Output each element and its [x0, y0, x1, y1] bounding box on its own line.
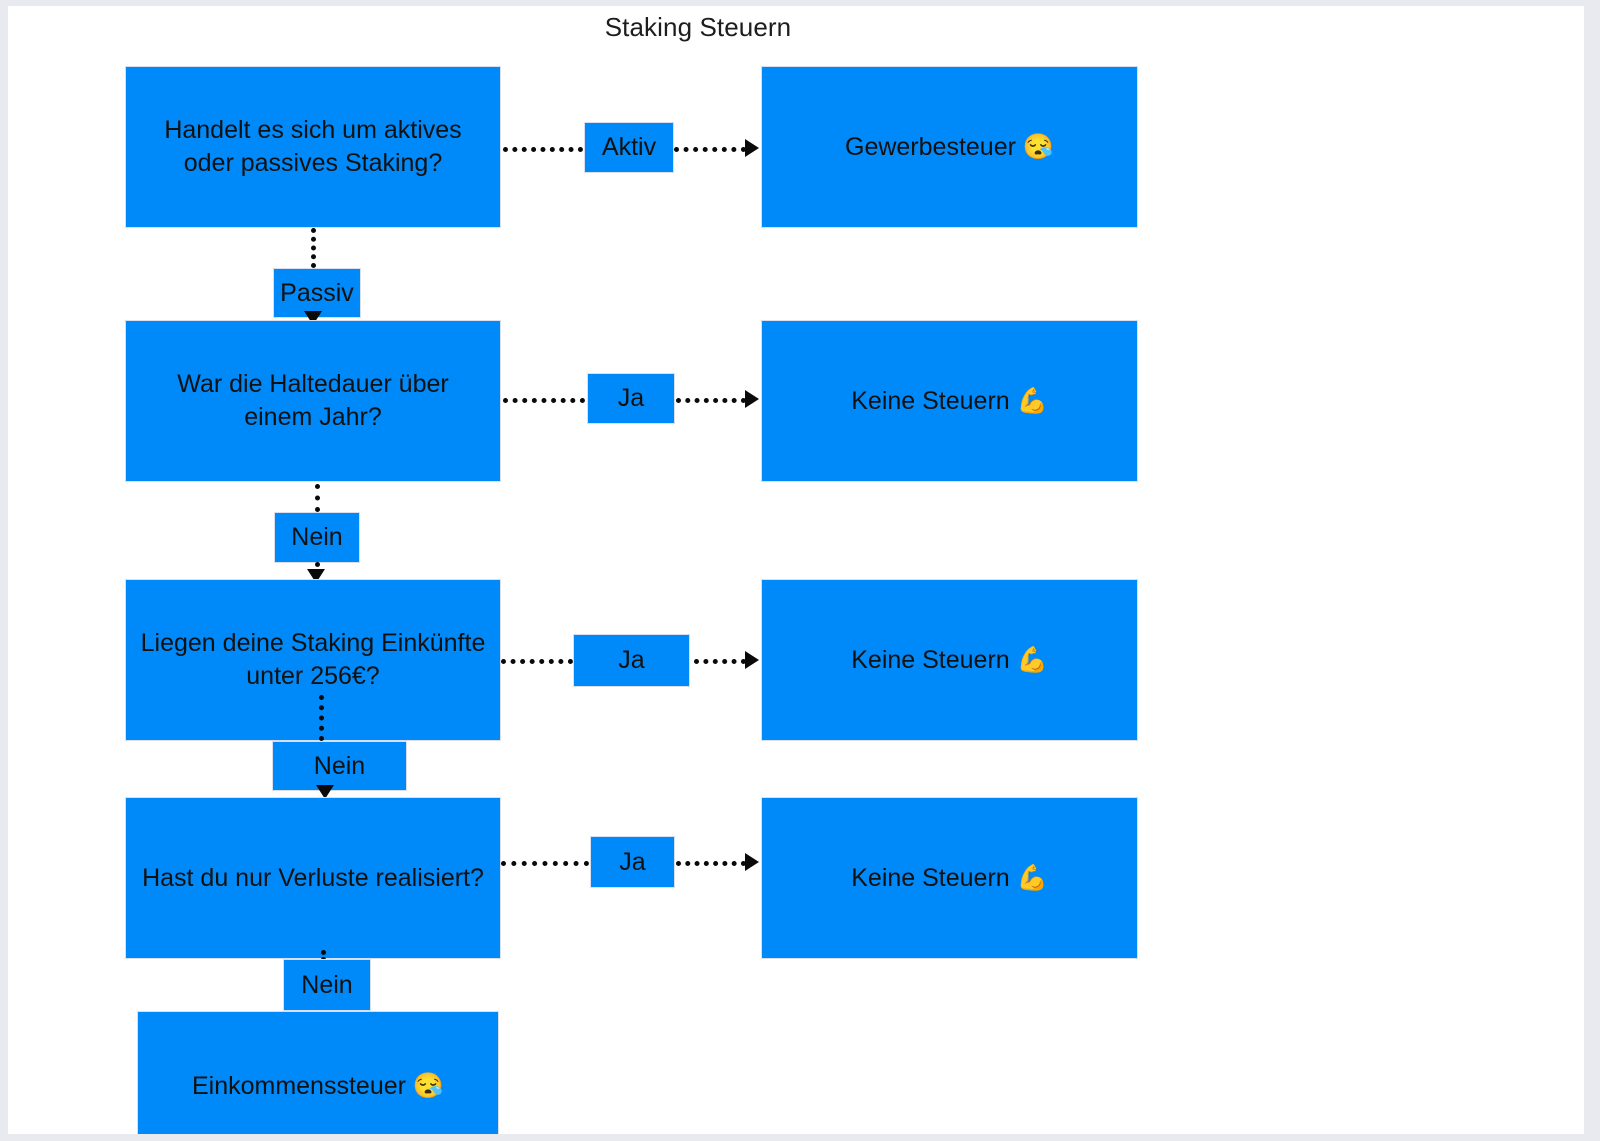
edge-line-ja-einkuenfte-left: [501, 659, 573, 664]
edge-label-text: Ja: [619, 847, 646, 876]
node-result-gewerbesteuer[interactable]: Gewerbesteuer 😪: [761, 66, 1138, 228]
edge-label-text: Aktiv: [601, 133, 657, 161]
edge-label-text: Passiv: [280, 278, 354, 307]
node-label: Handelt es sich um aktives oder passives…: [164, 116, 462, 177]
page-title: Staking Steuern: [604, 12, 792, 42]
node-question-verluste[interactable]: Hast du nur Verluste realisiert?: [125, 797, 501, 959]
edge-label-passiv[interactable]: Passiv: [273, 268, 361, 318]
diagram-canvas: Staking Steuern Handelt es sich um aktiv…: [8, 6, 1584, 1134]
node-label: Keine Steuern 💪: [851, 645, 1048, 674]
node-question-einkuenfte-grenze[interactable]: Liegen deine Staking Einkünfte unter 256…: [125, 579, 501, 741]
arrowhead-ja-verluste-icon: [745, 853, 759, 871]
edge-line-ja-haltedauer-left: [503, 398, 585, 403]
edge-line-ja-haltedauer-right: [676, 398, 746, 403]
arrowhead-aktiv-icon: [745, 139, 759, 157]
edge-line-aktiv-left: [503, 147, 583, 152]
edge-label-text: Ja: [617, 384, 645, 412]
node-label: Keine Steuern 💪: [851, 863, 1048, 892]
edge-line-nein-einkuenfte-top: [319, 695, 324, 741]
edge-line-nein-verluste-top: [321, 950, 326, 962]
node-result-keine-steuern-einkuenfte[interactable]: Keine Steuern 💪: [761, 579, 1138, 741]
edge-label-nein-verluste[interactable]: Nein: [283, 959, 371, 1011]
node-label: Liegen deine Staking Einkünfte unter 256…: [140, 629, 486, 690]
node-question-haltedauer[interactable]: War die Haltedauer über einem Jahr?: [125, 320, 501, 482]
node-label: Gewerbesteuer 😪: [845, 132, 1054, 161]
edge-line-ja-verluste-left: [501, 861, 589, 866]
arrowhead-ja-haltedauer-icon: [745, 390, 759, 408]
edge-label-nein-haltedauer[interactable]: Nein: [274, 512, 360, 563]
node-question-staking-type[interactable]: Handelt es sich um aktives oder passives…: [125, 66, 501, 228]
edge-line-passiv-top: [311, 228, 316, 268]
node-terminal-einkommenssteuer[interactable]: Einkommenssteuer 😪: [137, 1011, 499, 1134]
edge-line-ja-verluste-right: [676, 861, 746, 866]
edge-label-ja-einkuenfte[interactable]: Ja: [573, 634, 690, 687]
edge-label-text: Nein: [291, 523, 343, 551]
edge-label-aktiv[interactable]: Aktiv: [584, 122, 674, 173]
arrowhead-ja-einkuenfte-icon: [745, 651, 759, 669]
edge-label-text: Ja: [618, 646, 645, 674]
node-label: War die Haltedauer über einem Jahr?: [177, 370, 449, 431]
edge-label-ja-verluste[interactable]: Ja: [590, 836, 675, 888]
edge-line-nein-haltedauer-bottom: [315, 562, 320, 570]
node-label: Keine Steuern 💪: [851, 386, 1048, 415]
edge-label-ja-haltedauer[interactable]: Ja: [587, 373, 675, 424]
node-label: Einkommenssteuer 😪: [191, 1071, 445, 1100]
edge-line-aktiv-right: [674, 147, 746, 152]
edge-line-nein-haltedauer-top: [315, 484, 320, 512]
edge-label-nein-einkuenfte[interactable]: Nein: [272, 741, 407, 791]
node-label: Hast du nur Verluste realisiert?: [142, 863, 484, 892]
node-result-keine-steuern-verluste[interactable]: Keine Steuern 💪: [761, 797, 1138, 959]
edge-label-text: Nein: [301, 970, 353, 999]
node-result-keine-steuern-haltedauer[interactable]: Keine Steuern 💪: [761, 320, 1138, 482]
edge-line-ja-einkuenfte-right: [694, 659, 746, 664]
arrowhead-nein-einkuenfte-icon: [316, 785, 334, 799]
edge-label-text: Nein: [313, 751, 366, 780]
